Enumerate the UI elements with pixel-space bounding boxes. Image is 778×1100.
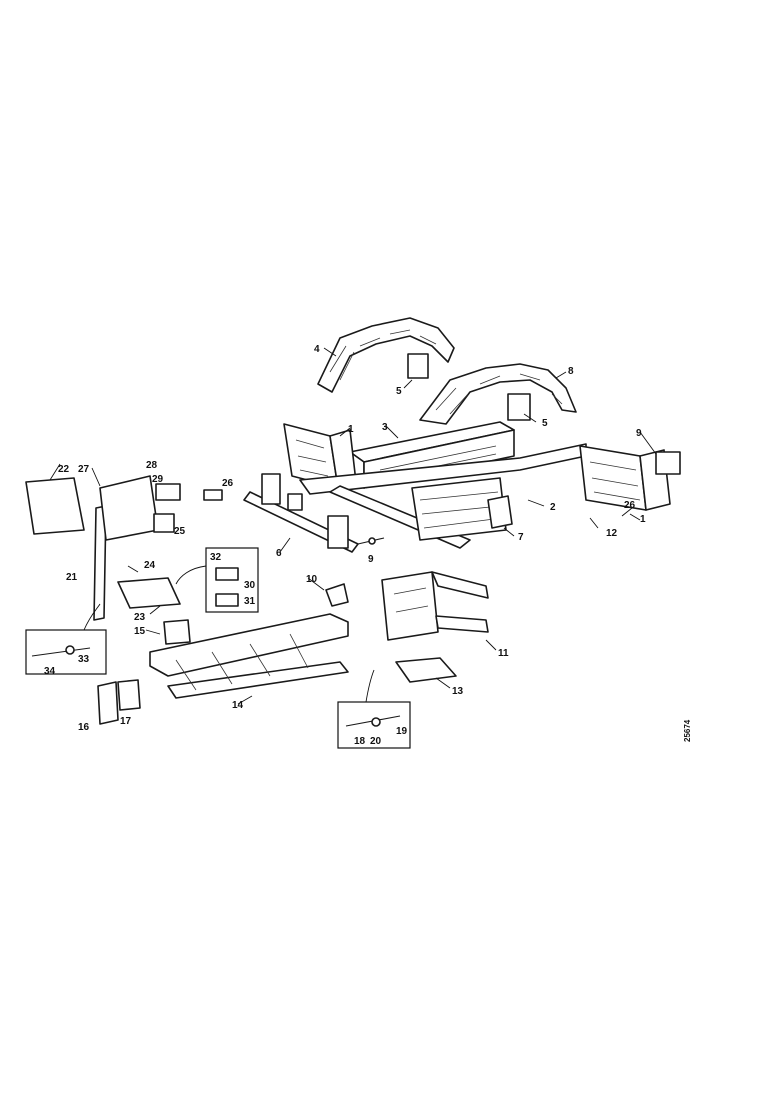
part-15-mount — [163, 619, 191, 645]
part-16-plate — [97, 681, 119, 725]
callout-15: 15 — [134, 626, 146, 637]
part-17-bracket — [117, 679, 141, 711]
part-11-subframe — [381, 571, 489, 641]
callout-26-right: 26 — [624, 500, 636, 511]
callout-21: 21 — [66, 572, 78, 583]
callout-6: 6 — [276, 548, 282, 559]
callout-32: 32 — [210, 552, 222, 563]
callout-12: 12 — [606, 528, 618, 539]
callout-10: 10 — [306, 574, 318, 585]
callout-29: 29 — [152, 474, 164, 485]
part-22-side-box — [25, 477, 85, 535]
part-28-bracket — [155, 483, 181, 501]
callout-17: 17 — [120, 716, 132, 727]
callout-22: 22 — [58, 464, 70, 475]
callout-16: 16 — [78, 722, 90, 733]
callout-26: 26 — [222, 478, 234, 489]
inset-box-30-31-32 — [175, 547, 259, 613]
part-2-side-rail — [299, 443, 587, 549]
callout-33: 33 — [78, 654, 90, 665]
part-29-bracket — [153, 513, 175, 533]
callout-31: 31 — [244, 596, 256, 607]
callout-1: 1 — [348, 424, 354, 435]
callout-4: 4 — [314, 344, 320, 355]
part-5-bracket — [407, 353, 531, 421]
callout-25: 25 — [174, 526, 186, 537]
part-26-clamp — [203, 489, 223, 501]
leader-lines — [49, 347, 657, 705]
callout-2: 2 — [550, 502, 556, 513]
callout-8: 8 — [568, 366, 574, 377]
reference-code: 25674 — [683, 719, 692, 742]
callout-5-top: 5 — [396, 386, 402, 397]
part-13-skid-plate — [395, 657, 457, 683]
callout-20: 20 — [370, 736, 382, 747]
part-6-bumper-bar — [243, 473, 359, 553]
inset-box-33-34 — [25, 603, 107, 675]
callout-30: 30 — [244, 580, 256, 591]
callout-5: 5 — [542, 418, 548, 429]
callout-34: 34 — [44, 666, 56, 677]
callout-24: 24 — [144, 560, 156, 571]
callout-14: 14 — [232, 700, 244, 711]
callout-19: 19 — [396, 726, 408, 737]
callout-1-right: 1 — [640, 514, 646, 525]
callout-labels: 4 8 5 5 3 1 2 7 9 12 1 26 6 9 10 11 13 1… — [44, 344, 646, 747]
part-14-lower-frame — [149, 613, 349, 699]
callout-18: 18 — [354, 736, 366, 747]
part-27-top-box — [99, 475, 159, 541]
part-1-front-frame — [283, 423, 357, 489]
part-9-bracket-right — [655, 451, 681, 475]
part-12-rear-frame — [579, 445, 671, 511]
inset-box-18-19-20 — [337, 669, 411, 749]
callout-11: 11 — [498, 648, 509, 659]
part-8-rear-arch — [419, 363, 577, 425]
part-23-plate — [117, 577, 181, 609]
callout-13: 13 — [452, 686, 464, 697]
callout-27: 27 — [78, 464, 90, 475]
callout-9-right: 9 — [636, 428, 642, 439]
callout-28: 28 — [146, 460, 158, 471]
part-9-bolt — [357, 537, 385, 545]
part-7-bracket — [487, 495, 513, 529]
callout-3: 3 — [382, 422, 388, 433]
part-10-plate — [325, 583, 349, 607]
part-4-arch-frame — [317, 317, 455, 393]
callout-7: 7 — [518, 532, 524, 543]
callout-23: 23 — [134, 612, 146, 623]
callout-9: 9 — [368, 554, 374, 565]
